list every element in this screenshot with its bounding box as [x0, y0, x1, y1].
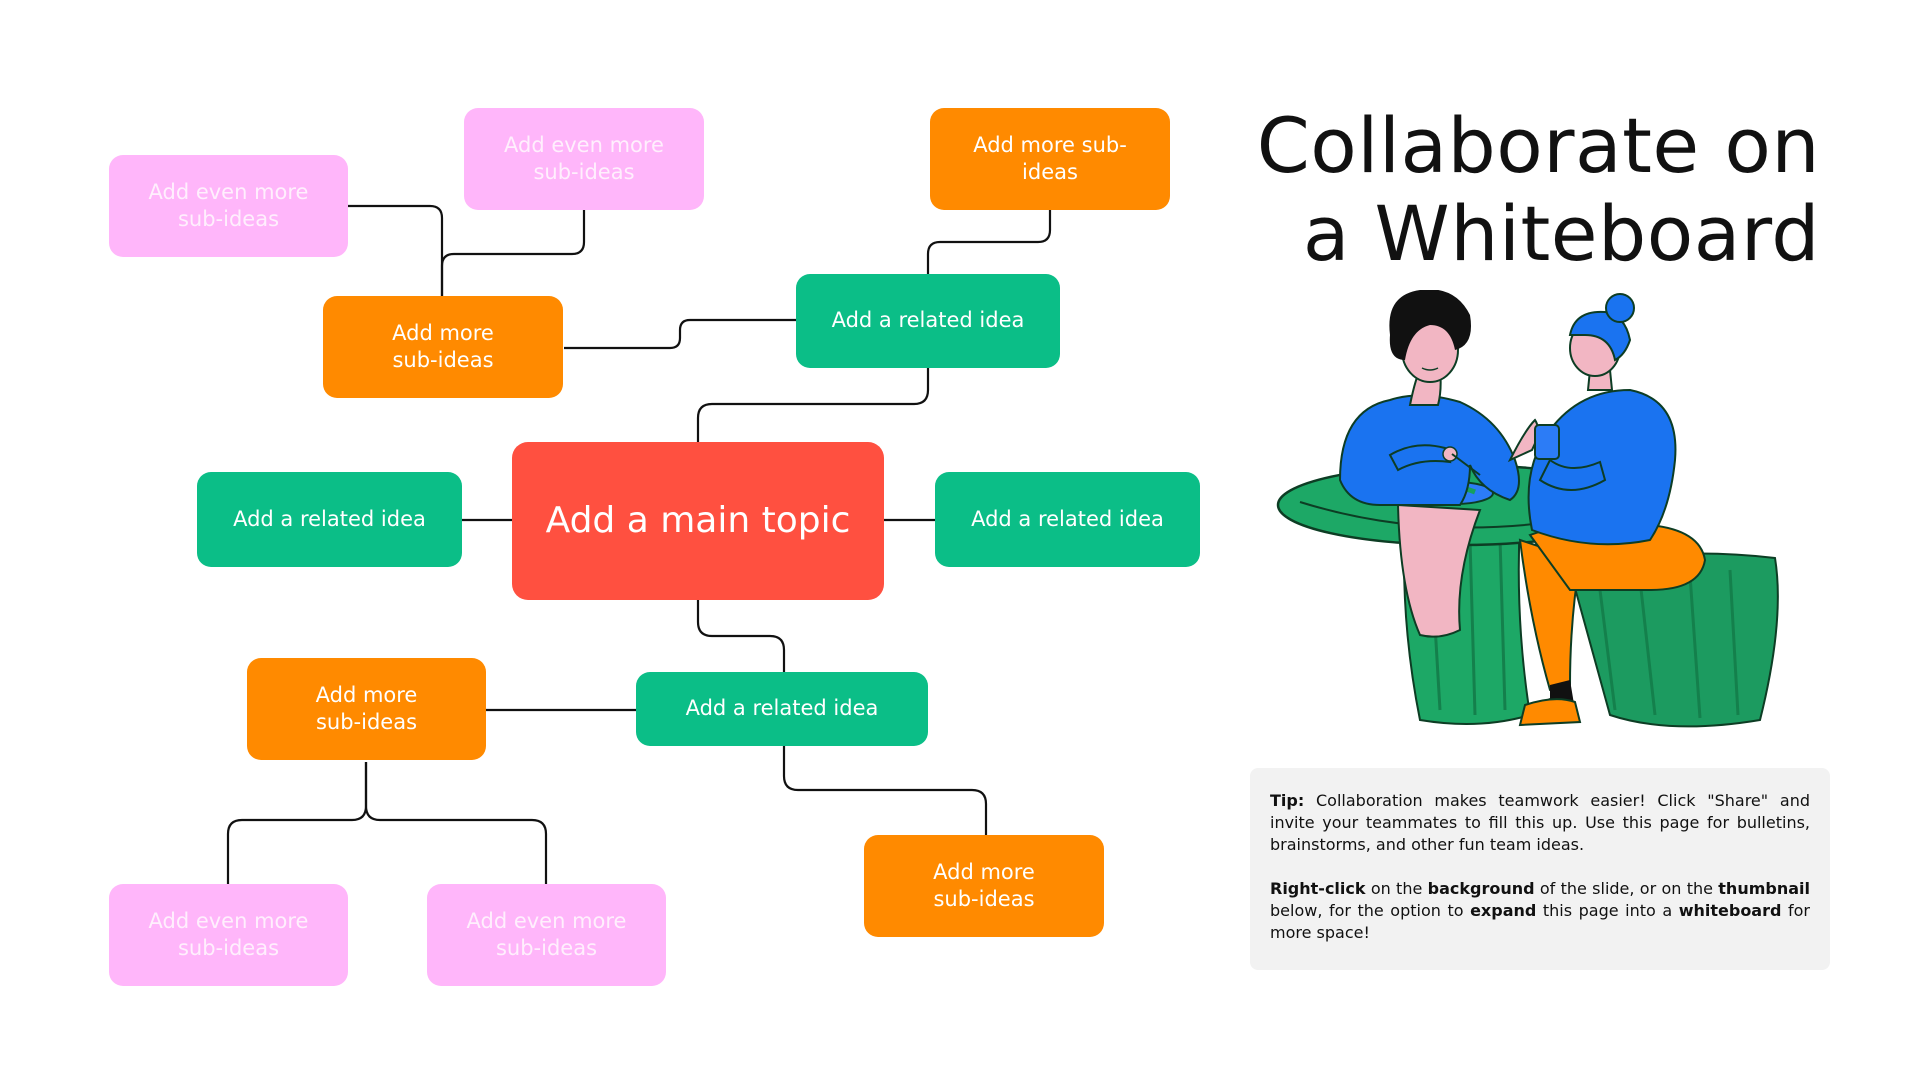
tip-text: Collaboration makes teamwork easier! Cli… [1270, 791, 1810, 854]
connector-sub-left-even-left [348, 204, 444, 296]
connector-sub-left-even-mid [440, 210, 586, 296]
tip-text-segment: this page into a [1536, 901, 1679, 920]
related-idea-bottom-node[interactable]: Add a related idea [636, 672, 928, 746]
related-idea-left-node[interactable]: Add a related idea [197, 472, 462, 567]
tip-text-segment: below, for the option to [1270, 901, 1471, 920]
slide-title: Collaborate on a Whiteboard [1256, 101, 1820, 278]
sub-ideas-bottom-right-node[interactable]: Add more sub-ideas [864, 835, 1104, 937]
tip-keyword-right-click: Right-click [1270, 879, 1366, 898]
two-people-at-table-illustration [1276, 290, 1779, 728]
sub-ideas-top-right-node[interactable]: Add more sub- ideas [930, 108, 1170, 210]
connector-related-top-sub-right [926, 210, 1052, 274]
tip-paragraph-1: Tip: Collaboration makes teamwork easier… [1270, 790, 1810, 856]
sub-ideas-bottom-left-node[interactable]: Add more sub-ideas [247, 658, 486, 760]
tip-keyword-background: background [1427, 879, 1535, 898]
related-idea-right-node[interactable]: Add a related idea [935, 472, 1200, 567]
tip-keyword-expand: expand [1470, 901, 1537, 920]
even-more-bottom-left-node[interactable]: Add even more sub-ideas [109, 884, 348, 986]
tip-text-segment: of the slide, or on the [1534, 879, 1719, 898]
tip-keyword-whiteboard: whiteboard [1678, 901, 1782, 920]
even-more-top-mid-node[interactable]: Add even more sub-ideas [464, 108, 704, 210]
even-more-bottom-mid-node[interactable]: Add even more sub-ideas [427, 884, 666, 986]
even-more-top-left-node[interactable]: Add even more sub-ideas [109, 155, 348, 257]
sub-ideas-top-left-node[interactable]: Add more sub-ideas [323, 296, 563, 398]
connector-related-bottom-sub-right [782, 746, 988, 836]
connector-main-related-bottom [696, 600, 786, 672]
tip-box: Tip: Collaboration makes teamwork easier… [1250, 768, 1830, 970]
tip-label: Tip: [1270, 791, 1305, 810]
related-idea-top-node[interactable]: Add a related idea [796, 274, 1060, 368]
main-topic-node[interactable]: Add a main topic [512, 442, 884, 600]
connector-sub-bottom-even-mid [364, 762, 548, 884]
tip-text-segment: for more space! [1270, 901, 1811, 942]
tip-keyword-thumbnail: thumbnail [1718, 879, 1810, 898]
tip-paragraph-2: Right-click on the background of the sli… [1270, 878, 1810, 944]
connector-related-top-sub-left [564, 318, 796, 350]
tip-text-segment: on the [1365, 879, 1428, 898]
connector-sub-bottom-even-left [226, 762, 368, 884]
connector-main-related-top [696, 368, 930, 442]
